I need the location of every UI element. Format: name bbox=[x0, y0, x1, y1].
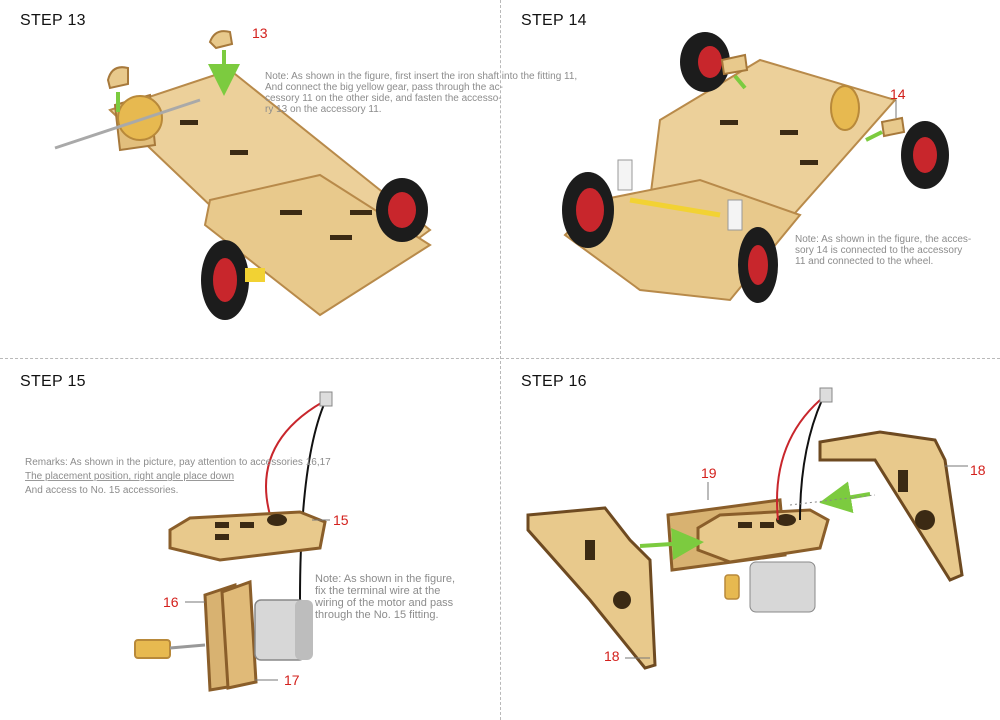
step-13-note: Note: As shown in the figure, first inse… bbox=[265, 71, 577, 115]
step-15-note-line: wiring of the motor and pass bbox=[315, 597, 454, 609]
step-15-remark-line: And access to No. 15 accessories. bbox=[25, 485, 179, 496]
step-15-note-line: through the No. 15 fitting. bbox=[315, 609, 439, 621]
step15-motor-illustration bbox=[134, 391, 333, 692]
step-16-callout-19: 19 bbox=[701, 465, 717, 481]
step-14-callout-14: 14 bbox=[890, 86, 906, 102]
step-15-remarks: Remarks: As shown in the picture, pay at… bbox=[25, 456, 331, 498]
step-16-callout-18-right: 18 bbox=[970, 462, 986, 478]
step-13-note-line: Note: As shown in the figure, first inse… bbox=[265, 71, 578, 82]
step-15-note-line: fix the terminal wire at the bbox=[315, 585, 441, 597]
step-13-note-line: And connect the big yellow gear, pass th… bbox=[265, 82, 503, 93]
step13-car-illustration bbox=[54, 30, 432, 320]
step-13-note-line: ry 13 on the accessory 11. bbox=[265, 104, 382, 115]
step16-frame-illustration bbox=[526, 387, 968, 670]
step-16-title: STEP 16 bbox=[521, 373, 587, 390]
step14-car-illustration bbox=[562, 32, 949, 303]
step-15-callout-16: 16 bbox=[163, 594, 179, 610]
step-14-note-line: Note: As shown in the figure, the acces- bbox=[795, 234, 972, 245]
step-14-note: Note: As shown in the figure, the acces-… bbox=[795, 234, 971, 267]
step-15-note: Note: As shown in the figure, fix the te… bbox=[315, 573, 455, 621]
step-13-note-line: cessory 11 on the other side, and fasten… bbox=[265, 93, 502, 104]
step-15-remark-line: Remarks: As shown in the picture, pay at… bbox=[25, 457, 331, 468]
step-16-callout-18-left: 18 bbox=[604, 648, 620, 664]
step-13-title: STEP 13 bbox=[20, 12, 86, 29]
step-15-callout-17: 17 bbox=[284, 672, 300, 688]
panel-divider-horizontal bbox=[0, 358, 1000, 359]
step-14-note-line: sory 14 is connected to the accessory bbox=[795, 245, 963, 256]
step-13-callout-13: 13 bbox=[252, 25, 268, 41]
step-15-callout-15: 15 bbox=[333, 512, 349, 528]
step-15-note-line: Note: As shown in the figure, bbox=[315, 573, 456, 585]
step-15-remark-line: The placement position, right angle plac… bbox=[25, 471, 235, 482]
panel-divider-vertical bbox=[500, 0, 501, 720]
step-15-title: STEP 15 bbox=[20, 373, 86, 390]
step-14-title: STEP 14 bbox=[521, 12, 587, 29]
step-14-note-line: 11 and connected to the wheel. bbox=[795, 256, 934, 267]
